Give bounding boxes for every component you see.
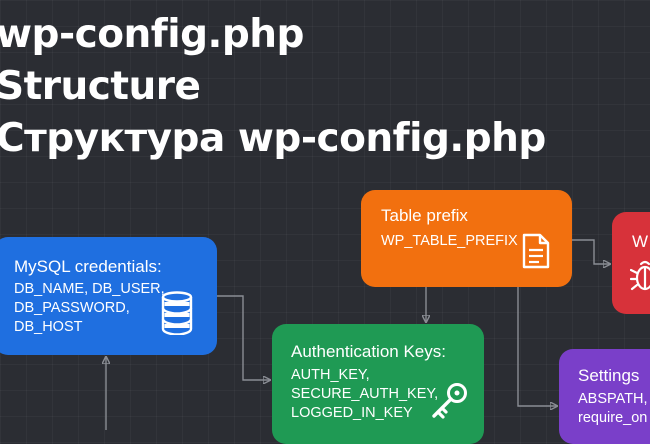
database-icon — [160, 291, 194, 340]
authentication-keys-line-3: LOGGED_IN_KEY — [291, 405, 413, 421]
mysql-credentials-node: MySQL credentials: DB_NAME, DB_USER, DB_… — [0, 237, 217, 355]
title-line-2: Structure — [0, 64, 201, 109]
mysql-credentials-line-3: DB_HOST — [14, 319, 83, 335]
mysql-credentials-title: MySQL credentials: — [14, 257, 162, 276]
title-line-3: Структура wp-config.php — [0, 116, 546, 161]
mysql-credentials-line-2: DB_PASSWORD, — [14, 300, 130, 316]
mysql-credentials-line-1: DB_NAME, DB_USER, — [14, 281, 165, 297]
bug-icon — [629, 258, 650, 299]
document-icon — [521, 233, 551, 274]
connector-table-to-settings — [517, 287, 557, 406]
connectors — [0, 239, 650, 430]
table-prefix-node: Table prefix WP_TABLE_PREFIX — [361, 190, 572, 287]
settings-line-2: require_on — [578, 410, 648, 426]
settings-node: Settings ABSPATH, require_on — [559, 349, 650, 444]
authentication-keys-title: Authentication Keys: — [291, 342, 446, 361]
settings-line-1: ABSPATH, — [578, 391, 648, 407]
settings-title: Settings — [578, 366, 640, 385]
wp-debug-node: W — [612, 212, 650, 314]
wp-debug-title: W — [632, 232, 649, 251]
title-line-1: wp-config.php — [0, 12, 304, 57]
connector-mysql-to-auth — [217, 295, 270, 380]
authentication-keys-line-2: SECURE_AUTH_KEY, — [291, 386, 439, 402]
table-prefix-title: Table prefix — [381, 206, 468, 225]
authentication-keys-node: Authentication Keys: AUTH_KEY, SECURE_AU… — [272, 324, 484, 444]
key-icon — [430, 380, 470, 425]
connector-table-to-wp — [572, 239, 610, 264]
authentication-keys-line-1: AUTH_KEY, — [291, 367, 370, 383]
table-prefix-line-1: WP_TABLE_PREFIX — [381, 233, 518, 249]
